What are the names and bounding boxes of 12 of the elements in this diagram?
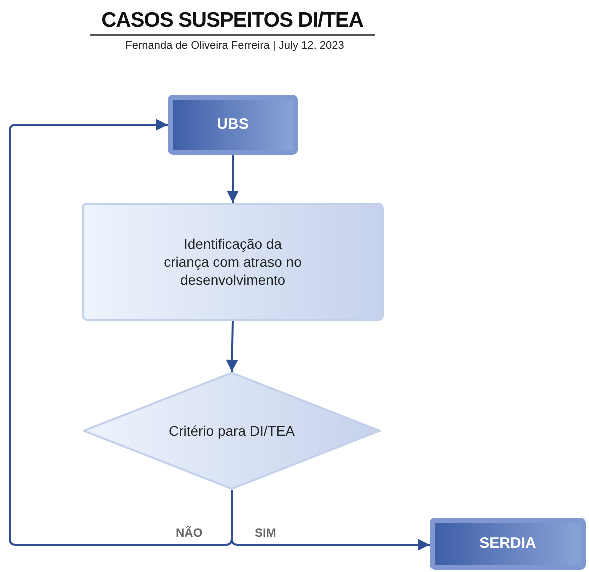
process-box: SERDIA <box>430 518 586 570</box>
edge-label: SIM <box>255 526 276 540</box>
byline: Fernanda de Oliveira Ferreira | July 12, 2023 <box>124 40 346 52</box>
arrow <box>231 490 430 551</box>
edge-label: NÃO <box>176 526 203 540</box>
arrow <box>227 155 239 203</box>
arrow <box>226 320 238 372</box>
decision-text: Critério para DI/TEA <box>168 422 296 440</box>
process-box: UBS <box>168 95 298 155</box>
process-box: Identificação da criança com atraso no desenvolvimento <box>82 203 384 321</box>
arrow <box>9 119 233 546</box>
title: CASOS SUSPEITOS DI/TEA <box>90 9 375 36</box>
